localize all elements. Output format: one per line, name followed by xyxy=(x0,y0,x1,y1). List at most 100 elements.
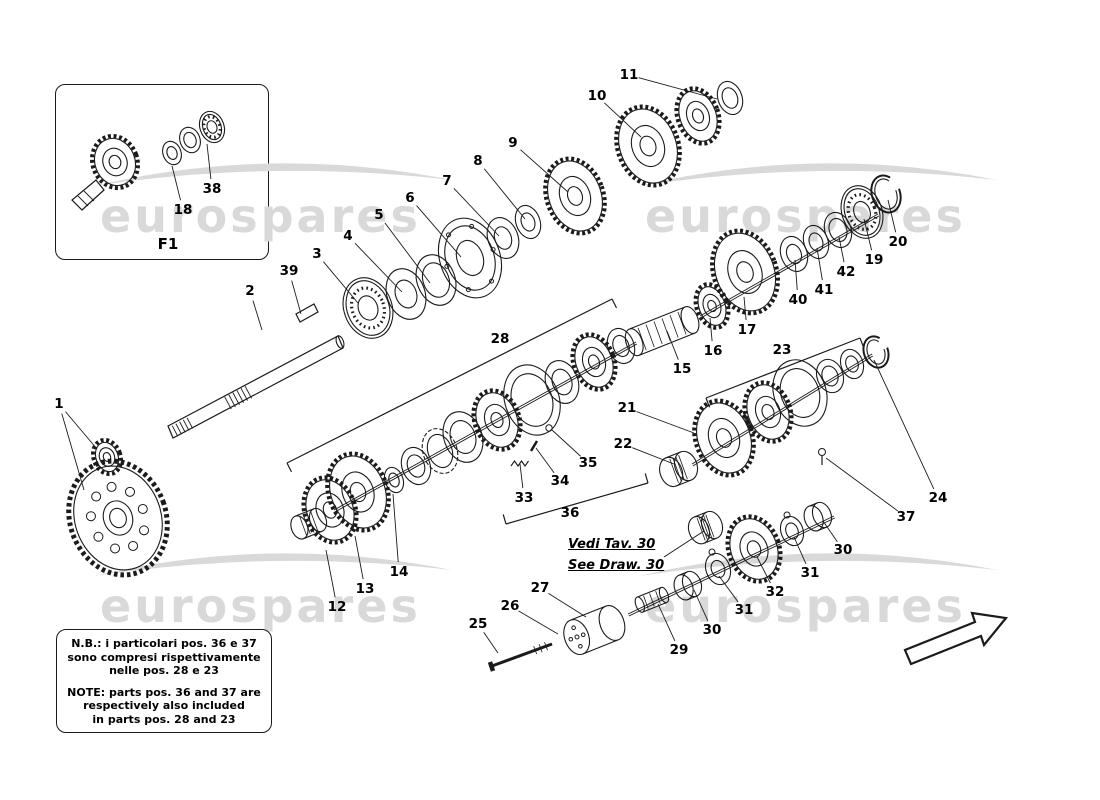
bracket-28 xyxy=(286,298,618,473)
part-label-34: 34 xyxy=(550,473,570,489)
note-line-it-2: sono compresi rispettivamente xyxy=(67,650,261,664)
see-drawing-note-en: See Draw. 30 xyxy=(568,558,665,573)
part-label-22: 22 xyxy=(613,436,633,452)
washer-4 xyxy=(385,268,427,320)
note-line-it-3: nelle pos. 28 e 23 xyxy=(109,664,219,677)
part-label-30: 30 xyxy=(702,622,722,638)
part-label-42: 42 xyxy=(836,264,856,280)
inset-bearing-38 xyxy=(198,110,226,144)
ball-35 xyxy=(545,424,553,432)
inset-washer-18 xyxy=(162,140,182,166)
part-label-31: 31 xyxy=(734,602,754,618)
part-label-3: 3 xyxy=(312,246,322,262)
direction-arrow xyxy=(903,611,1009,666)
ring-11 xyxy=(716,80,744,116)
part-label-9: 9 xyxy=(508,135,518,151)
bolt-25 xyxy=(487,642,553,672)
part-label-12: 12 xyxy=(327,599,347,615)
ring-5 xyxy=(415,254,457,306)
pinion-gear-1 xyxy=(90,437,124,477)
roller-cage-22 xyxy=(659,450,699,488)
spline-shaft-15 xyxy=(624,306,700,357)
part-label-36: 36 xyxy=(560,505,580,521)
part-label-6: 6 xyxy=(405,190,415,206)
note-line-it-1: N.B.: i particolari pos. 36 e 37 xyxy=(71,637,257,650)
part-label-23: 23 xyxy=(772,342,792,358)
see-drawing-note-it: Vedi Tav. 30 xyxy=(568,537,656,552)
part-label-15: 15 xyxy=(672,361,692,377)
gear-13 xyxy=(325,451,391,533)
part-label-8: 8 xyxy=(473,153,483,169)
pin-34 xyxy=(529,440,539,452)
gear-16 xyxy=(693,282,731,330)
part-label-1: 1 xyxy=(54,396,64,412)
flange-6 xyxy=(437,217,503,299)
part-label-18: 18 xyxy=(173,202,193,218)
part-label-20: 20 xyxy=(888,234,908,250)
part-label-17: 17 xyxy=(737,322,757,338)
bush-30b xyxy=(803,501,833,532)
see-drawing-leader xyxy=(663,530,705,558)
part-label-40: 40 xyxy=(788,292,808,308)
bracket-36 xyxy=(502,473,649,525)
note-line-en-3: in parts pos. 28 and 23 xyxy=(92,712,236,726)
gear-32 xyxy=(725,514,783,584)
inset-pinion xyxy=(71,133,141,211)
part-label-41: 41 xyxy=(814,282,834,298)
part-label-5: 5 xyxy=(374,207,384,223)
note-line-en-1: NOTE: parts pos. 36 and 37 are xyxy=(67,685,261,699)
part-label-38: 38 xyxy=(202,181,222,197)
part-label-14: 14 xyxy=(389,564,409,580)
inset-ring xyxy=(179,126,201,154)
inset-label: F1 xyxy=(157,235,179,253)
part-label-11: 11 xyxy=(619,67,639,83)
detent-37 xyxy=(818,448,826,465)
parts-drawing-layer xyxy=(66,80,1009,672)
part-label-2: 2 xyxy=(245,283,255,299)
oil-pump-26-27 xyxy=(563,605,626,656)
watermark-text: eurospares xyxy=(645,579,966,633)
note-line-en-2: respectively also included xyxy=(83,699,245,712)
part-label-39: 39 xyxy=(279,263,299,279)
watermark-text: eurospares xyxy=(100,579,421,633)
part-label-19: 19 xyxy=(864,252,884,268)
spline-coupler xyxy=(687,510,724,545)
note-box: N.B.: i particolari pos. 36 e 37 sono co… xyxy=(56,629,272,733)
gear-21 xyxy=(692,398,756,478)
part-label-13: 13 xyxy=(355,581,375,597)
part-label-24: 24 xyxy=(928,490,948,506)
part-label-26: 26 xyxy=(500,598,520,614)
gear-10 xyxy=(614,86,722,188)
circlip-24 xyxy=(862,335,890,369)
washer-7 xyxy=(486,217,520,259)
part-label-32: 32 xyxy=(765,584,785,600)
part-label-21: 21 xyxy=(617,400,637,416)
spring-33 xyxy=(510,460,529,467)
part-label-7: 7 xyxy=(442,173,452,189)
leader-lines-layer xyxy=(61,77,935,654)
watermark-text: eurospares xyxy=(645,189,966,243)
part-label-16: 16 xyxy=(703,343,723,359)
part-label-30: 30 xyxy=(833,542,853,558)
inset-box xyxy=(55,84,269,260)
part-label-25: 25 xyxy=(468,616,488,632)
part-label-33: 33 xyxy=(514,490,534,506)
ring-gear-1 xyxy=(66,458,170,578)
gear-9 xyxy=(543,156,607,236)
ring-14 xyxy=(383,466,405,494)
part-label-4: 4 xyxy=(343,228,353,244)
tab-washer-31 xyxy=(704,548,732,586)
part-label-27: 27 xyxy=(530,580,550,596)
synchro-pack-28 xyxy=(400,327,636,486)
gear-17 xyxy=(710,228,780,316)
key-39 xyxy=(295,303,319,323)
part-label-35: 35 xyxy=(578,455,598,471)
washer-8 xyxy=(514,204,542,240)
part-label-29: 29 xyxy=(669,642,689,658)
main-shaft-2 xyxy=(167,335,345,439)
shaft-29 xyxy=(634,586,670,613)
part-label-28: 28 xyxy=(490,331,510,347)
